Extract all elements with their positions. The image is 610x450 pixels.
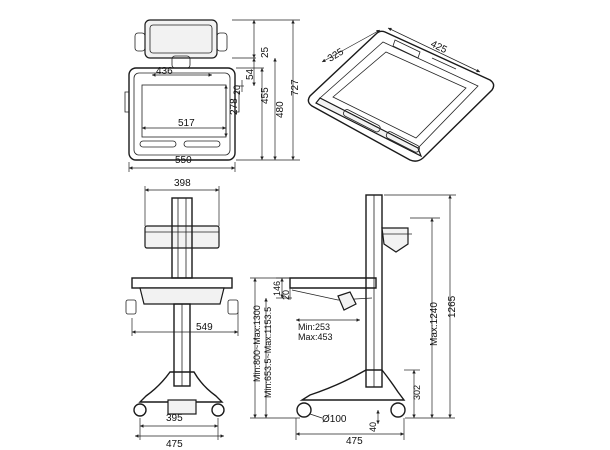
dim-727: 727 bbox=[290, 79, 301, 96]
dim-395: 395 bbox=[166, 413, 183, 424]
top-right-view: 325 425 bbox=[307, 27, 495, 162]
dim-54: 54 bbox=[245, 68, 256, 80]
dim-550: 550 bbox=[175, 155, 192, 166]
dim-max-1240: Max:1240 bbox=[429, 302, 440, 346]
side-tray bbox=[289, 277, 377, 289]
dim-398: 398 bbox=[174, 178, 191, 189]
dim-height-range-b: Min:653.5~Max:1153.5 bbox=[263, 307, 273, 398]
caster-right bbox=[211, 403, 225, 417]
monitor-bracket bbox=[144, 19, 218, 59]
dim-455: 455 bbox=[260, 87, 271, 104]
side-caster-left bbox=[296, 402, 312, 418]
dim-146: 146 bbox=[272, 281, 282, 296]
dim-height-range-a: Min:800~Max:1300 bbox=[252, 305, 262, 382]
worksurface bbox=[128, 67, 236, 161]
upper-basket bbox=[144, 225, 220, 249]
dim-25: 25 bbox=[260, 46, 271, 58]
dim-517: 517 bbox=[178, 118, 195, 129]
side-base bbox=[299, 369, 406, 401]
caster-left bbox=[133, 403, 147, 417]
dim-480: 480 bbox=[275, 101, 286, 118]
work-tray bbox=[131, 277, 233, 289]
side-view: 146 20 Min:800~Max:1300 Min:653.5~Max:11… bbox=[250, 194, 458, 447]
front-view: 398 549 395 475 bbox=[125, 178, 239, 450]
dim-tray-min: Min:253 bbox=[298, 322, 330, 332]
dim-475-front: 475 bbox=[166, 439, 183, 450]
dim-475-side: 475 bbox=[346, 436, 363, 447]
side-caster-right bbox=[390, 402, 406, 418]
dim-325: 325 bbox=[326, 46, 346, 64]
dim-wheel: Ø100 bbox=[322, 414, 347, 425]
dim-549: 549 bbox=[196, 322, 213, 333]
top-left-view: 436 517 550 278 20 25 54 455 480 bbox=[124, 19, 301, 172]
dim-1265: 1265 bbox=[447, 295, 458, 318]
side-basket bbox=[381, 227, 409, 253]
dim-278: 278 bbox=[229, 98, 240, 115]
cart-base bbox=[138, 371, 224, 403]
dim-tray-max: Max:453 bbox=[298, 332, 333, 342]
dim-436: 436 bbox=[156, 66, 173, 77]
dim-302: 302 bbox=[412, 385, 422, 400]
dim-20-side: 20 bbox=[281, 290, 291, 300]
dim-20-top: 20 bbox=[232, 85, 242, 95]
keyboard-area bbox=[141, 84, 227, 138]
dim-40: 40 bbox=[368, 422, 378, 432]
